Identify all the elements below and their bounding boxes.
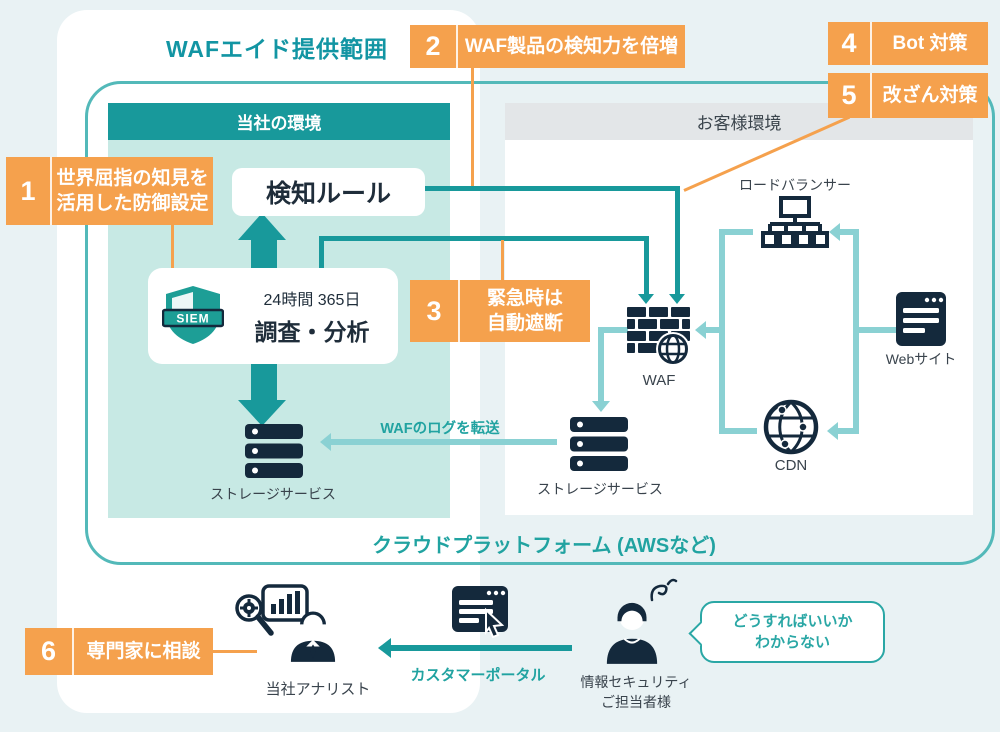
page-title: WAFエイド提供範囲 xyxy=(165,36,389,62)
analyst-label: 当社アナリスト xyxy=(265,681,371,698)
portal-label: カスタマーポータル xyxy=(410,667,546,684)
cdn-icon xyxy=(763,399,819,455)
callout-6-label: 専門家に相談 xyxy=(86,640,201,662)
company-env-header: 当社の環境 xyxy=(108,103,450,140)
arrow-waf-to-storage xyxy=(598,327,628,333)
callout-5-badge: 5 改ざん対策 xyxy=(828,73,988,118)
loop-left-to-cdn xyxy=(725,428,757,434)
arrowhead-into-waf xyxy=(695,321,706,339)
speech-bubble-text: どうすればいいか xyxy=(732,613,853,630)
callout-3-label-2: 自動遮断 xyxy=(486,313,563,334)
arrow-siem-to-waf-drop xyxy=(644,236,649,296)
arrowhead-portal-flow xyxy=(378,638,391,658)
loop-left-vertical xyxy=(719,229,725,434)
loop-branch-to-waf xyxy=(706,327,719,333)
arrow-siem-to-waf-rise xyxy=(319,236,324,270)
arrow-rule-to-waf-drop xyxy=(675,186,680,296)
arrowhead-into-cdn xyxy=(827,422,838,440)
website-icon xyxy=(896,292,946,346)
callout-4-badge: 4 Bot 対策 xyxy=(828,22,988,65)
arrow-siem-to-rule-shaft xyxy=(251,238,277,270)
callout-5-label: 改ざん対策 xyxy=(882,84,978,106)
loop-right-to-cdn xyxy=(838,428,853,434)
monitoring-activity: 調査・分析 xyxy=(254,318,370,345)
arrowhead-waf-to-storage xyxy=(592,401,610,412)
arrow-siem-to-storage-head xyxy=(238,400,286,426)
arrow-siem-to-storage-shaft xyxy=(251,362,277,402)
website-label: Webサイト xyxy=(885,351,957,367)
callout-1-label-2: 活用した防御設定 xyxy=(56,193,209,214)
arrowhead-log-transfer xyxy=(320,433,331,451)
customer-storage-label: ストレージサービス xyxy=(537,481,663,497)
arrowhead-siem-to-waf xyxy=(638,294,654,304)
siem-shield-icon: SIEM xyxy=(162,286,224,344)
customer-portal-icon xyxy=(452,586,508,638)
callout-6-badge: 6 専門家に相談 xyxy=(25,628,213,675)
callout-2-number: 2 xyxy=(410,25,458,68)
callout-3-number: 3 xyxy=(410,280,460,342)
bar-chart-icon xyxy=(261,584,309,622)
connector-callout-6 xyxy=(213,650,257,653)
company-storage-label: ストレージサービス xyxy=(210,486,336,502)
callout-2-badge: 2 WAF製品の検知力を倍増 xyxy=(410,25,685,68)
connector-callout-3 xyxy=(501,240,504,281)
web-to-loop xyxy=(859,327,897,333)
loop-left-to-lb xyxy=(725,229,753,235)
waf-label: WAF xyxy=(642,372,676,389)
arrow-waf-to-storage-drop xyxy=(598,327,604,403)
callout-3-label: 緊急時は xyxy=(486,287,563,309)
connector-callout-1 xyxy=(171,224,174,268)
speech-bubble-tail xyxy=(688,621,713,646)
customer-person-icon xyxy=(606,602,658,664)
arrow-siem-to-waf xyxy=(319,236,649,241)
arrow-portal-flow xyxy=(391,645,572,651)
callout-3-badge: 3 緊急時は自動遮断 xyxy=(410,280,590,342)
arrow-siem-to-rule-head xyxy=(238,213,286,240)
detection-rule-box: 検知ルール xyxy=(232,168,425,216)
callout-4-label: Bot 対策 xyxy=(892,32,968,54)
callout-1-badge: 1 世界屈指の知見を活用した防御設定 xyxy=(6,157,213,225)
confusion-squiggle-icon xyxy=(650,578,678,602)
connector-callout-2 xyxy=(471,67,474,186)
cloud-platform-label: クラウドプラットフォーム (AWSなど) xyxy=(372,535,716,557)
monitoring-schedule: 24時間 365日 xyxy=(263,291,361,309)
callout-4-number: 4 xyxy=(828,22,872,65)
speech-bubble: どうすればいいか わからない xyxy=(688,601,885,663)
loop-right-vertical xyxy=(853,229,859,434)
speech-bubble-text-2: わからない xyxy=(754,634,830,651)
magnifier-gear-icon xyxy=(235,594,274,636)
customer-storage-icon xyxy=(570,417,628,471)
callout-1-label: 世界屈指の知見を xyxy=(56,167,209,189)
arrowhead-rule-to-waf xyxy=(669,294,685,304)
loop-right-to-lb xyxy=(840,229,853,235)
arrow-log-transfer xyxy=(331,439,557,445)
siem-shield-label: SIEM xyxy=(176,312,209,326)
arrow-rule-to-waf xyxy=(425,186,677,191)
callout-1-number: 1 xyxy=(6,157,52,225)
callout-5-number: 5 xyxy=(828,73,872,118)
callout-6-number: 6 xyxy=(25,628,74,675)
waf-icon xyxy=(627,307,690,366)
siem-box: SIEM 24時間 365日 調査・分析 xyxy=(148,268,398,364)
callout-2-label: WAF製品の検知力を倍増 xyxy=(464,35,679,57)
arrowhead-into-lb xyxy=(829,223,840,241)
customer-label: 情報セキュリティ xyxy=(580,674,692,690)
log-transfer-label: WAFのログを転送 xyxy=(380,421,500,437)
load-balancer-icon xyxy=(761,196,829,248)
cloud-platform-box xyxy=(85,81,995,565)
company-storage-icon xyxy=(245,424,303,478)
customer-label-2: ご担当者様 xyxy=(601,694,671,710)
cdn-label: CDN xyxy=(774,457,808,474)
analyst-icon xyxy=(290,611,336,662)
load-balancer-label: ロードバランサー xyxy=(739,177,851,193)
